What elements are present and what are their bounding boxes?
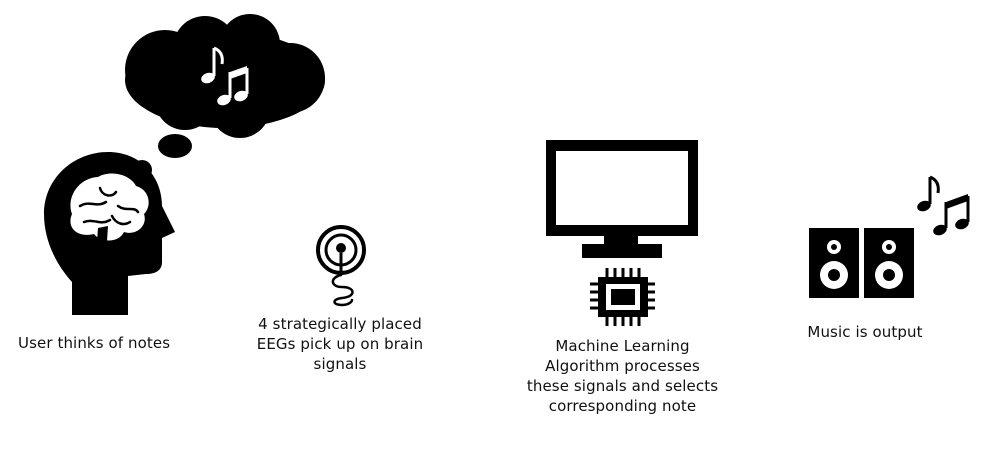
speakers-music-icon <box>809 175 970 298</box>
thinking-head-icon <box>44 152 175 315</box>
step-caption-ml: Machine Learning Algorithm processes the… <box>526 337 719 415</box>
speaker-right-icon <box>864 228 914 298</box>
music-notes-icon <box>201 46 249 106</box>
step-caption-user: User thinks of notes <box>18 334 171 352</box>
output-notes-icon <box>917 175 970 236</box>
step-caption-eeg: 4 strategically placed EEGs pick up on b… <box>256 315 424 373</box>
computer-chip-icon <box>546 140 698 326</box>
thought-cloud-icon <box>125 14 325 180</box>
speaker-left-icon <box>809 228 859 298</box>
step-caption-output: Music is output <box>807 323 923 341</box>
monitor-icon <box>546 140 698 258</box>
processor-icon <box>590 268 655 326</box>
eeg-electrode-icon <box>316 225 366 307</box>
